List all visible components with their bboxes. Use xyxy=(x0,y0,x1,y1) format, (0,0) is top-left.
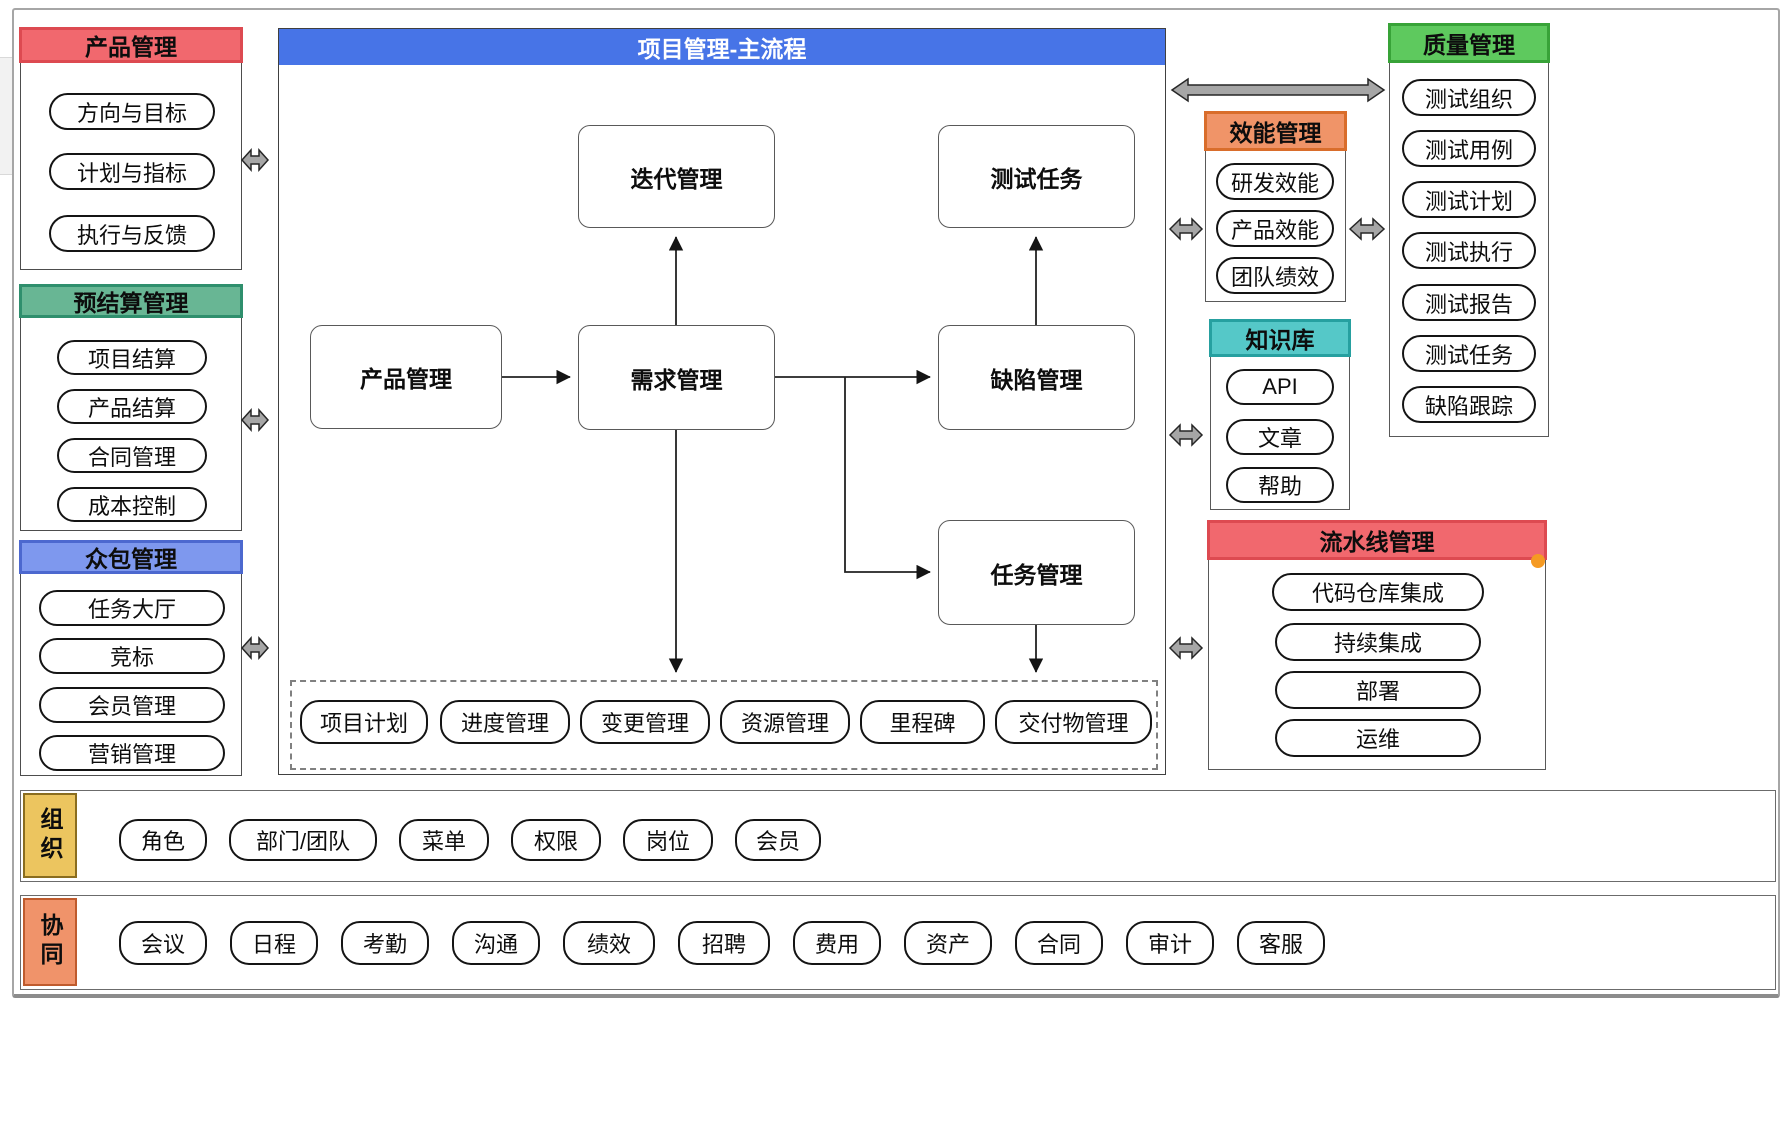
pill-item: 持续集成 xyxy=(1275,623,1481,661)
pill-item: 代码仓库集成 xyxy=(1272,573,1484,611)
pill-item: 角色 xyxy=(119,819,207,861)
pill-item: 帮助 xyxy=(1226,467,1334,503)
pill-item: 菜单 xyxy=(399,819,489,861)
pill-item: 文章 xyxy=(1226,419,1334,455)
section-quality-management: 质量管理 测试组织 测试用例 测试计划 测试执行 测试报告 测试任务 缺陷跟踪 xyxy=(1388,23,1550,437)
pill-item: 沟通 xyxy=(452,921,540,965)
pill-item: 进度管理 xyxy=(440,700,570,744)
flow-node-requirement: 需求管理 xyxy=(578,325,775,430)
section-title: 产品管理 xyxy=(19,27,243,63)
section-budget-management: 预结算管理 项目结算 产品结算 合同管理 成本控制 xyxy=(19,284,243,531)
flow-node-iteration: 迭代管理 xyxy=(578,125,775,228)
pill-item: 任务大厅 xyxy=(39,590,225,626)
pill-item: 招聘 xyxy=(678,921,770,965)
pill-item: 研发效能 xyxy=(1216,163,1334,200)
pill-item: 项目计划 xyxy=(300,700,428,744)
pill-item: 费用 xyxy=(793,921,881,965)
pill-item: API xyxy=(1226,369,1334,405)
section-title: 效能管理 xyxy=(1204,111,1347,151)
section-title: 知识库 xyxy=(1209,319,1351,357)
pill-item: 交付物管理 xyxy=(995,700,1152,744)
section-product-management: 产品管理 方向与目标 计划与指标 执行与反馈 xyxy=(19,27,243,270)
pill-item: 计划与指标 xyxy=(49,153,215,190)
pill-item: 岗位 xyxy=(623,819,713,861)
pill-item: 产品效能 xyxy=(1216,210,1334,247)
pill-item: 日程 xyxy=(230,921,318,965)
flow-node-product: 产品管理 xyxy=(310,325,502,429)
row-label: 组织 xyxy=(23,793,77,878)
pill-item: 权限 xyxy=(511,819,601,861)
section-title: 流水线管理 xyxy=(1207,520,1547,560)
row-organization: 组织 角色 部门/团队 菜单 权限 岗位 会员 xyxy=(20,790,1776,882)
pill-item: 会员 xyxy=(735,819,821,861)
pill-item: 项目结算 xyxy=(57,340,207,375)
section-title: 预结算管理 xyxy=(19,284,243,318)
pill-item: 运维 xyxy=(1275,719,1481,757)
pill-item: 绩效 xyxy=(563,921,655,965)
pill-item: 部署 xyxy=(1275,671,1481,709)
section-title: 质量管理 xyxy=(1388,23,1550,63)
pill-item: 测试组织 xyxy=(1402,79,1536,116)
section-efficiency-management: 效能管理 研发效能 产品效能 团队绩效 xyxy=(1204,111,1347,302)
pill-item: 测试执行 xyxy=(1402,232,1536,269)
pill-item: 资源管理 xyxy=(720,700,850,744)
pill-item: 团队绩效 xyxy=(1216,257,1334,294)
row-collaboration: 协同 会议 日程 考勤 沟通 绩效 招聘 费用 资产 合同 审计 客服 xyxy=(20,895,1776,990)
pill-item: 产品结算 xyxy=(57,389,207,424)
pill-item: 会议 xyxy=(119,921,207,965)
pill-item: 部门/团队 xyxy=(229,819,377,861)
pill-item: 测试用例 xyxy=(1402,130,1536,167)
main-flow-title: 项目管理-主流程 xyxy=(279,29,1165,65)
pill-item: 资产 xyxy=(904,921,992,965)
pill-item: 合同管理 xyxy=(57,438,207,473)
pill-item: 会员管理 xyxy=(39,687,225,723)
pill-item: 测试报告 xyxy=(1402,284,1536,321)
row-label: 协同 xyxy=(23,898,77,986)
pill-item: 审计 xyxy=(1126,921,1214,965)
section-knowledge-base: 知识库 API 文章 帮助 xyxy=(1209,319,1351,510)
section-title: 众包管理 xyxy=(19,540,243,574)
pill-item: 营销管理 xyxy=(39,735,225,771)
flow-node-task: 任务管理 xyxy=(938,520,1135,625)
pill-item: 成本控制 xyxy=(57,487,207,522)
pill-item: 缺陷跟踪 xyxy=(1402,386,1536,423)
pill-item: 执行与反馈 xyxy=(49,215,215,252)
pill-item: 变更管理 xyxy=(580,700,710,744)
section-crowdsourcing-management: 众包管理 任务大厅 竞标 会员管理 营销管理 xyxy=(19,540,243,776)
pill-item: 考勤 xyxy=(341,921,429,965)
flow-node-defect: 缺陷管理 xyxy=(938,325,1135,430)
pill-item: 合同 xyxy=(1015,921,1103,965)
section-pipeline-management: 流水线管理 代码仓库集成 持续集成 部署 运维 xyxy=(1207,520,1547,770)
orange-marker-dot xyxy=(1531,554,1545,568)
pill-item: 测试任务 xyxy=(1402,335,1536,372)
pill-item: 里程碑 xyxy=(860,700,985,744)
flow-node-test-task: 测试任务 xyxy=(938,125,1135,228)
pill-item: 方向与目标 xyxy=(49,93,215,130)
pill-item: 测试计划 xyxy=(1402,181,1536,218)
pill-item: 客服 xyxy=(1237,921,1325,965)
pill-item: 竞标 xyxy=(39,638,225,674)
